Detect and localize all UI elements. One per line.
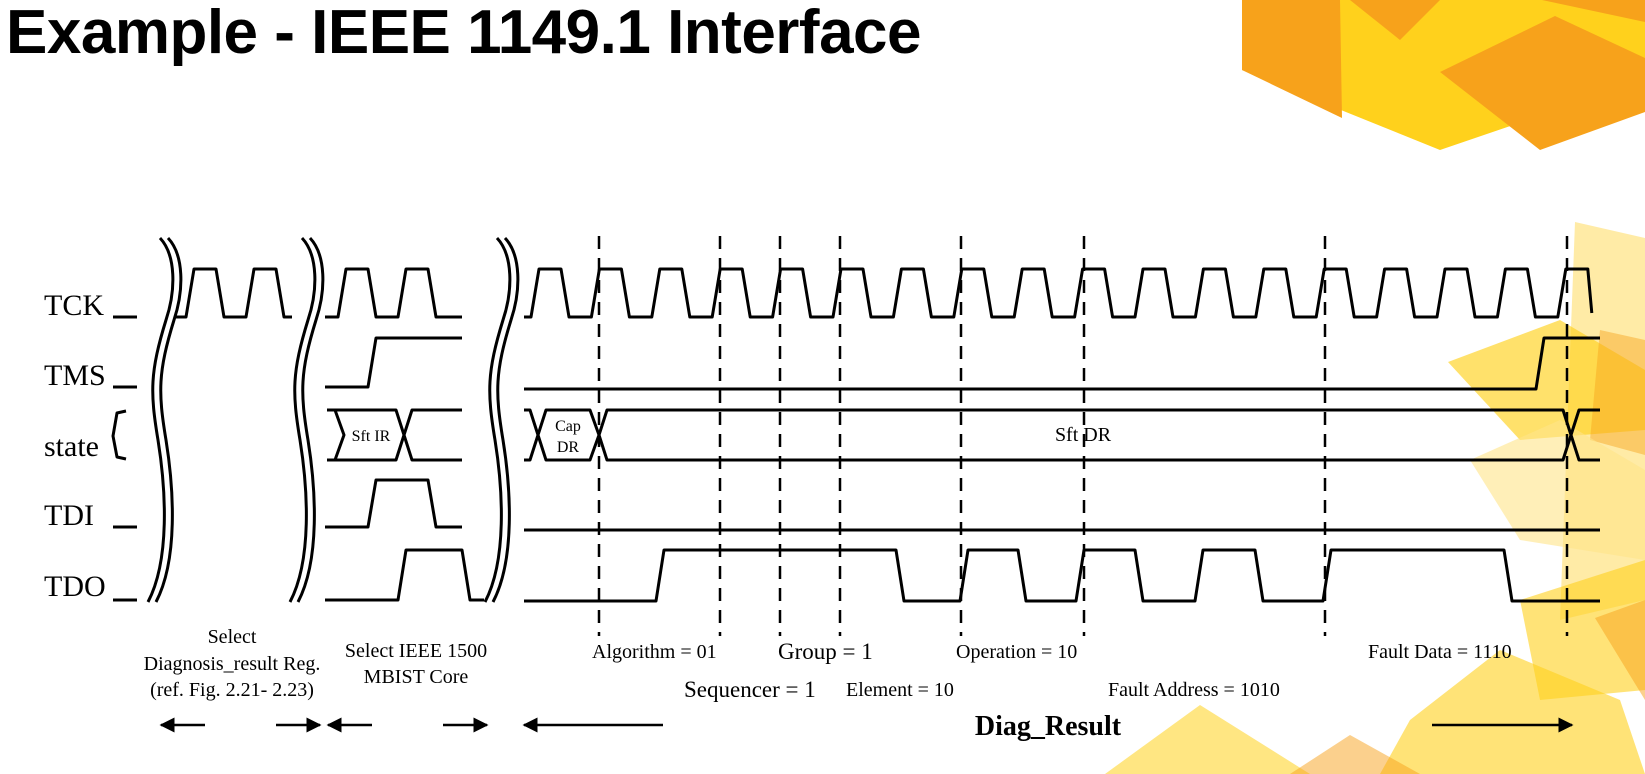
tdo-waveform-segment: [325, 548, 484, 602]
capture-dr-label-line1: Cap: [555, 418, 581, 435]
tck-waveform-segment: [325, 267, 462, 319]
tms-waveform-segment: [524, 336, 1600, 391]
state-labels: Sft IR Cap DR Sft DR: [352, 418, 1112, 456]
deco-shape: [1470, 420, 1645, 560]
annotations: Select Diagnosis_result Reg. (ref. Fig. …: [144, 626, 1512, 742]
tdo-waveform-segment: [524, 548, 1600, 603]
select-core-text-line2: MBIST Core: [364, 666, 469, 688]
fault-data-field-label: Fault Data = 1110: [1368, 641, 1512, 663]
select-reg-text-line2: Diagnosis_result Reg.: [144, 653, 321, 675]
select-reg-text-line3: (ref. Fig. 2.21- 2.23): [150, 679, 314, 701]
algorithm-field-label: Algorithm = 01: [592, 641, 717, 663]
break-brace-3: [483, 236, 520, 603]
deco-shape: [1350, 0, 1440, 40]
break-brace-1: [146, 236, 183, 603]
diag-result-label: Diag_Result: [975, 711, 1122, 742]
deco-shape: [1520, 560, 1645, 700]
field-boundaries: [597, 236, 1569, 636]
tdi-label: TDI: [44, 499, 94, 532]
tms-label: TMS: [44, 359, 106, 392]
break-brace-2: [288, 236, 325, 603]
deco-shape: [1595, 600, 1645, 700]
select-core-text-line1: Select IEEE 1500: [345, 640, 487, 662]
shift-ir-label: Sft IR: [352, 428, 391, 445]
operation-field-label: Operation = 10: [956, 641, 1077, 663]
capture-dr-label-line2: DR: [557, 439, 580, 456]
sequencer-field-label: Sequencer = 1: [684, 677, 816, 702]
tdi-waveform-segment: [325, 478, 462, 529]
state-shift-ir-bus: [327, 408, 462, 462]
deco-shape: [1542, 0, 1645, 22]
tck-waveform-segment: [175, 267, 292, 319]
deco-shape: [1380, 650, 1645, 774]
group-field-label: Group = 1: [778, 639, 873, 664]
label-stubs: [111, 315, 137, 602]
tdo-label: TDO: [44, 570, 106, 603]
select-reg-text-line1: Select: [208, 626, 257, 648]
tms-waveform-segment: [325, 336, 462, 389]
state-label: state: [44, 430, 99, 463]
shift-dr-label: Sft DR: [1055, 424, 1112, 446]
tck-waveform-segment: [524, 267, 1594, 319]
deco-shape: [1105, 705, 1310, 774]
background-decoration: [1105, 0, 1645, 774]
state-exit-bus: [1569, 408, 1600, 462]
deco-shape: [1290, 735, 1420, 774]
tck-label: TCK: [44, 289, 104, 322]
element-field-label: Element = 10: [846, 679, 954, 701]
fault-address-field-label: Fault Address = 1010: [1108, 679, 1280, 701]
slide-title: Example - IEEE 1149.1 Interface: [6, 0, 922, 67]
signal-labels: TCK TMS state TDI TDO: [44, 289, 106, 603]
deco-shape: [1242, 0, 1342, 118]
deco-shape: [1590, 330, 1645, 455]
deco-shape: [1440, 16, 1645, 150]
